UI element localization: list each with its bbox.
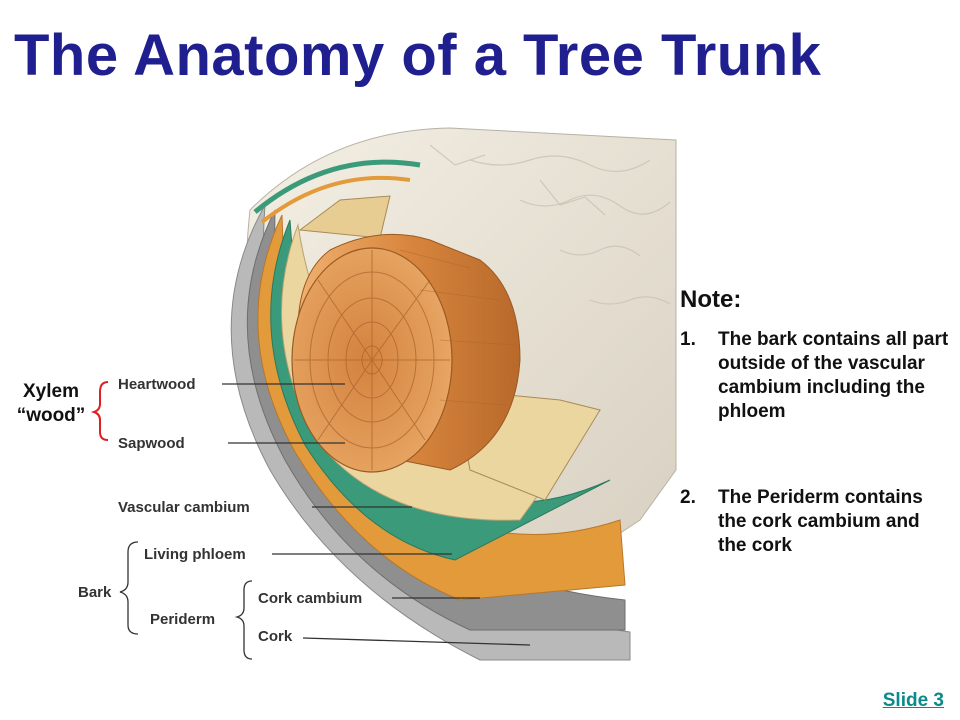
xylem-brace (90, 381, 109, 441)
note-item-number: 2. (680, 487, 696, 508)
note-item: 2. The Periderm contains the cork cambiu… (680, 486, 950, 558)
label-living-phloem: Living phloem (144, 546, 246, 563)
label-vascular-cambium: Vascular cambium (118, 499, 250, 516)
note-item: 1. The bark contains all part outside of… (680, 328, 950, 424)
label-periderm: Periderm (150, 611, 215, 628)
note-item-text: The Periderm contains the cork cambium a… (718, 487, 923, 556)
page-title: The Anatomy of a Tree Trunk (14, 23, 822, 88)
xylem-label-line2: “wood” (16, 405, 86, 426)
note-heading: Note: (680, 286, 742, 313)
label-cork-cambium: Cork cambium (258, 590, 362, 607)
label-sapwood: Sapwood (118, 435, 185, 452)
xylem-label: Xylem “wood” (6, 380, 96, 428)
label-bark: Bark (78, 584, 112, 601)
note-item-text: The bark contains all part outside of th… (718, 329, 949, 422)
xylem-label-line1: Xylem (23, 381, 79, 402)
bark-brace (119, 541, 139, 635)
label-heartwood: Heartwood (118, 376, 196, 393)
note-item-number: 1. (680, 329, 696, 350)
note-box: Note: 1. The bark contains all part outs… (680, 286, 950, 558)
sapwood-slab (298, 195, 391, 239)
slide-link[interactable]: Slide 3 (882, 690, 944, 711)
label-cork: Cork (258, 628, 293, 645)
periderm-brace (234, 580, 253, 660)
